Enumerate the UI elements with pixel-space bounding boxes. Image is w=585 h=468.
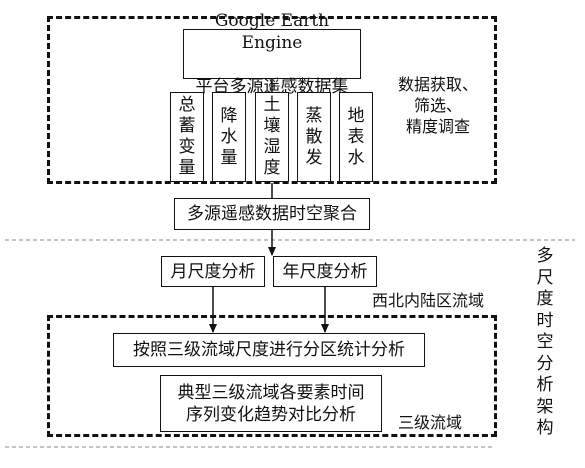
aggregate-box: 多源遥感数据时空聚合 bbox=[174, 198, 370, 230]
zonal-statistics-label: 按照三级流域尺度进行分区统计分析 bbox=[133, 340, 405, 360]
variable-box-surface-water: 地表水 bbox=[339, 92, 373, 182]
trend-comparison-label: 典型三级流域各要素时间 序列变化趋势对比分析 bbox=[177, 382, 365, 425]
acquisition-label: 数据获取、 筛选、 精度调查 bbox=[397, 75, 478, 136]
variable-label: 总蓄变量 bbox=[178, 95, 196, 178]
zonal-statistics-box: 按照三级流域尺度进行分区统计分析 bbox=[113, 333, 425, 367]
gee-dataset-box: Google Earth Engine 平台多源遥感数据集 bbox=[183, 11, 361, 97]
variable-label: 地表水 bbox=[347, 105, 365, 168]
variable-box-soil-moisture: 土壤湿度 bbox=[255, 92, 289, 182]
variable-box-total-storage: 总蓄变量 bbox=[170, 92, 204, 182]
trend-comparison-box: 典型三级流域各要素时间 序列变化趋势对比分析 bbox=[160, 375, 382, 432]
basin-label: 三级流域 bbox=[398, 413, 463, 432]
aggregate-label: 多源遥感数据时空聚合 bbox=[187, 204, 357, 224]
gee-title: Google Earth Engine bbox=[214, 11, 330, 53]
data-acquisition-group bbox=[47, 16, 497, 184]
monthly-analysis-box: 月尺度分析 bbox=[161, 256, 265, 287]
variable-label: 土壤湿度 bbox=[263, 95, 281, 178]
variable-box-precipitation: 降水量 bbox=[212, 92, 246, 182]
yearly-analysis-label: 年尺度分析 bbox=[282, 261, 368, 282]
monthly-analysis-label: 月尺度分析 bbox=[170, 261, 256, 282]
yearly-analysis-box: 年尺度分析 bbox=[273, 256, 377, 287]
variable-box-evapotranspiration: 蒸散发 bbox=[297, 92, 331, 182]
variable-label: 蒸散发 bbox=[305, 105, 323, 168]
basin-analysis-group bbox=[47, 315, 497, 437]
region-label: 西北内陆区流域 bbox=[372, 291, 485, 310]
variable-label: 降水量 bbox=[220, 105, 238, 168]
side-framework-label: 多尺度时空分析架构 bbox=[536, 246, 554, 438]
